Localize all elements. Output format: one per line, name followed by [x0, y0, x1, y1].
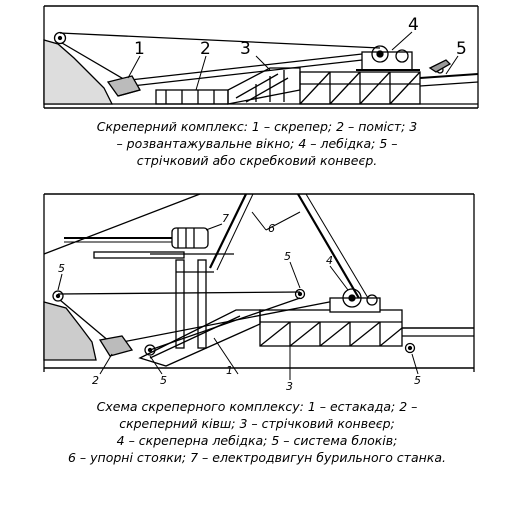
fig2-label-1: 1 — [226, 364, 233, 377]
figure1-caption-line: Скреперний комплекс: 1 – скрепер; 2 – по… — [96, 119, 418, 134]
figure2-caption-line: 6 – упорні стояки; 7 – електродвигун бур… — [68, 450, 446, 465]
fig2-label-7: 7 — [222, 212, 229, 225]
figure2-caption: Схема скреперного комплексу: 1 – естакад… — [0, 398, 514, 466]
fig2-label-3: 3 — [286, 380, 293, 390]
fig1-label-1: 1 — [134, 39, 145, 59]
fig2-label-5d: 5 — [414, 374, 421, 387]
fig1-label-4: 4 — [408, 15, 419, 35]
scraper-complex-drawing: 1 2 3 4 5 — [43, 5, 479, 109]
fig2-label-2: 2 — [92, 374, 99, 387]
fig2-label-4: 4 — [326, 254, 333, 267]
fig2-label-5b: 5 — [284, 250, 291, 263]
figure1-caption: Скреперний комплекс: 1 – скрепер; 2 – по… — [0, 118, 514, 169]
figure2-caption-line: скреперний ківш; 3 – стрічковий конвеєр; — [119, 416, 395, 431]
figure2-caption-line: 4 – скреперна лебідка; 5 – система блокі… — [116, 433, 398, 448]
fig1-label-2: 2 — [200, 39, 211, 59]
fig2-label-5a: 5 — [58, 262, 65, 275]
fig1-label-5: 5 — [456, 39, 467, 59]
fig2-label-6: 6 — [268, 222, 275, 235]
scraper-complex-diagram: 1 2 3 4 5 — [0, 0, 514, 112]
fig1-label-3: 3 — [240, 39, 251, 59]
figure1-caption-line: – розвантажувальне вікно; 4 – лебідка; 5… — [116, 136, 398, 151]
figure1-caption-line: стрічковий або скребковий конвеєр. — [136, 153, 378, 168]
figure2-caption-line: Схема скреперного комплексу: 1 – естакад… — [96, 399, 418, 414]
fig2-label-5c: 5 — [160, 374, 167, 387]
scraper-complex-scheme: 1 2 3 4 5 5 5 5 6 7 — [0, 190, 514, 390]
scraper-complex-scheme-drawing: 1 2 3 4 5 5 5 5 6 7 — [43, 193, 475, 390]
